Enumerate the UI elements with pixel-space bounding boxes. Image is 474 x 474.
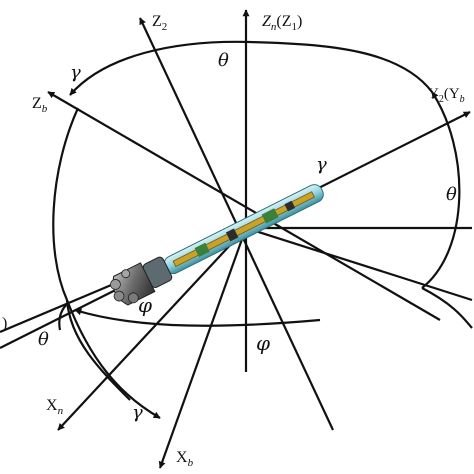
zb-axis	[47, 91, 441, 321]
tool-inner-rod	[172, 191, 315, 268]
xb-label: Xb	[176, 449, 194, 469]
axis-labels: Zn(Z1) Z2 Zb Y2(Yb Xn Xb )	[2, 13, 465, 469]
phi-arc-bottom	[74, 308, 321, 327]
left-edge-paren: )	[2, 315, 7, 332]
phi-bottom-label: φ	[256, 331, 270, 355]
theta-right-label: θ	[446, 184, 457, 205]
theta-arc-top	[69, 40, 433, 96]
theta-left-label: θ	[38, 329, 49, 350]
zb-label: Zb	[32, 95, 48, 115]
theta-arc-small-left	[58, 304, 67, 331]
theta-arc-right	[421, 91, 461, 289]
angle-arcs	[52, 40, 473, 419]
gamma-topleft-label: γ	[70, 62, 81, 83]
y2-label: Y2(Yb	[428, 86, 465, 105]
outer-arc-left	[52, 107, 80, 301]
phi-center-label: φ	[138, 293, 152, 317]
xn-axis	[57, 227, 247, 431]
zn-label: Zn(Z1)	[262, 13, 302, 33]
z2-label: Z2	[152, 13, 167, 33]
xn-label: Xn	[46, 397, 64, 417]
gamma-arc-bottom	[65, 299, 161, 419]
drill-bit	[110, 262, 156, 306]
theta-arc-right-lower	[421, 287, 473, 329]
gamma-tool-label: γ	[316, 154, 327, 175]
lower-right-axis	[245, 226, 473, 302]
xb-axis	[158, 227, 248, 469]
gamma-bottom-label: γ	[132, 402, 143, 423]
angle-labels: θ θ θ γ γ γ φ φ	[38, 50, 457, 423]
drill-tool	[110, 184, 324, 306]
theta-top-label: θ	[218, 50, 229, 71]
